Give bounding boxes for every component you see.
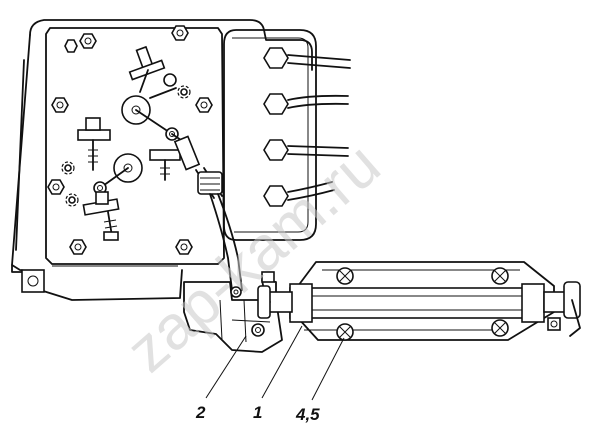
plate-bolt xyxy=(195,97,213,113)
actuator-bracket xyxy=(297,261,555,341)
leader-lines xyxy=(205,325,345,401)
injector-fitting xyxy=(263,181,335,207)
bracket-bolt xyxy=(491,319,509,337)
engine-housing xyxy=(11,19,313,301)
plate-bolt xyxy=(175,239,193,255)
injector-fitting xyxy=(263,139,349,161)
plate-bolt xyxy=(51,97,69,113)
plate-bolt xyxy=(64,39,78,53)
pneumatic-cylinder xyxy=(257,281,581,337)
bracket-bolt xyxy=(336,323,354,341)
bracket-bolt xyxy=(336,267,354,285)
plate-bolt xyxy=(47,179,65,195)
injector-fitting xyxy=(263,47,351,69)
plate-bolt xyxy=(79,33,97,49)
plate-bolt xyxy=(69,239,87,255)
callout-1: 1 xyxy=(253,403,262,422)
governor-linkage xyxy=(61,45,191,241)
injector-fitting xyxy=(263,93,349,115)
fuel-injector-block xyxy=(223,29,351,241)
watermark: zap-kam.ru xyxy=(114,130,393,386)
bracket-bolt xyxy=(491,267,509,285)
control-rod xyxy=(171,133,243,291)
callout-4-5: 4,5 xyxy=(295,405,320,424)
plate-bolt xyxy=(171,25,189,41)
callout-2: 2 xyxy=(195,403,206,422)
